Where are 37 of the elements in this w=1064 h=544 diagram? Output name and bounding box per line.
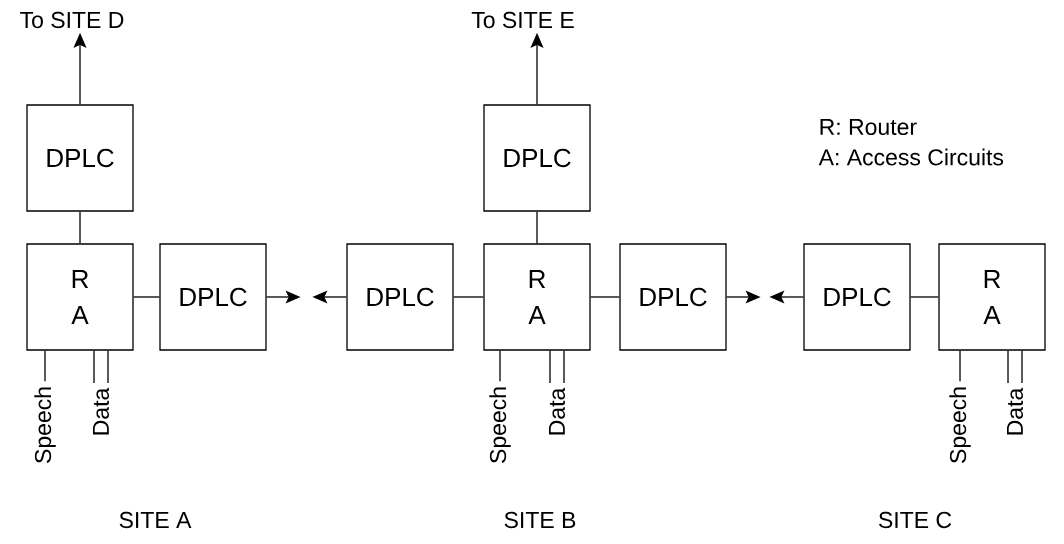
site-label: SITE C <box>879 511 952 529</box>
connector-line <box>453 296 484 298</box>
signal-line <box>549 350 551 384</box>
process-box: DPLC <box>159 243 267 351</box>
legend-text: A: Access Circuits <box>818 148 1004 166</box>
signal-label: Speech <box>489 387 511 463</box>
signal-label: Speech <box>34 387 56 463</box>
site-label: SITE A <box>119 511 192 529</box>
process-box: R A <box>26 243 134 351</box>
signal-label: Data <box>1007 387 1024 435</box>
signal-label: Data <box>93 387 110 435</box>
connector-line <box>590 296 620 298</box>
destination-label: To SITE D <box>20 11 124 29</box>
process-box: R A <box>483 243 591 351</box>
signal-label: Data <box>549 387 566 435</box>
signal-line <box>93 350 95 384</box>
connector-line <box>910 296 939 298</box>
signal-line <box>1007 350 1009 384</box>
signal-line <box>563 350 565 384</box>
process-box: DPLC <box>803 243 911 351</box>
process-box: DPLC <box>346 243 454 351</box>
process-box: DPLC <box>483 104 591 212</box>
signal-line <box>44 350 46 382</box>
connector-line <box>536 211 538 244</box>
destination-label: To SITE E <box>471 11 574 29</box>
connector-line <box>133 296 160 298</box>
signal-line <box>499 350 501 382</box>
signal-line <box>1021 350 1023 384</box>
legend-text: R: Router <box>820 118 917 135</box>
connector-line <box>79 211 81 244</box>
process-box: DPLC <box>26 104 134 212</box>
process-box: R A <box>938 243 1046 351</box>
signal-line <box>107 350 109 384</box>
signal-label: Speech <box>949 387 971 463</box>
site-label: SITE B <box>504 511 576 529</box>
process-box: DPLC <box>619 243 727 351</box>
signal-line <box>959 350 961 382</box>
